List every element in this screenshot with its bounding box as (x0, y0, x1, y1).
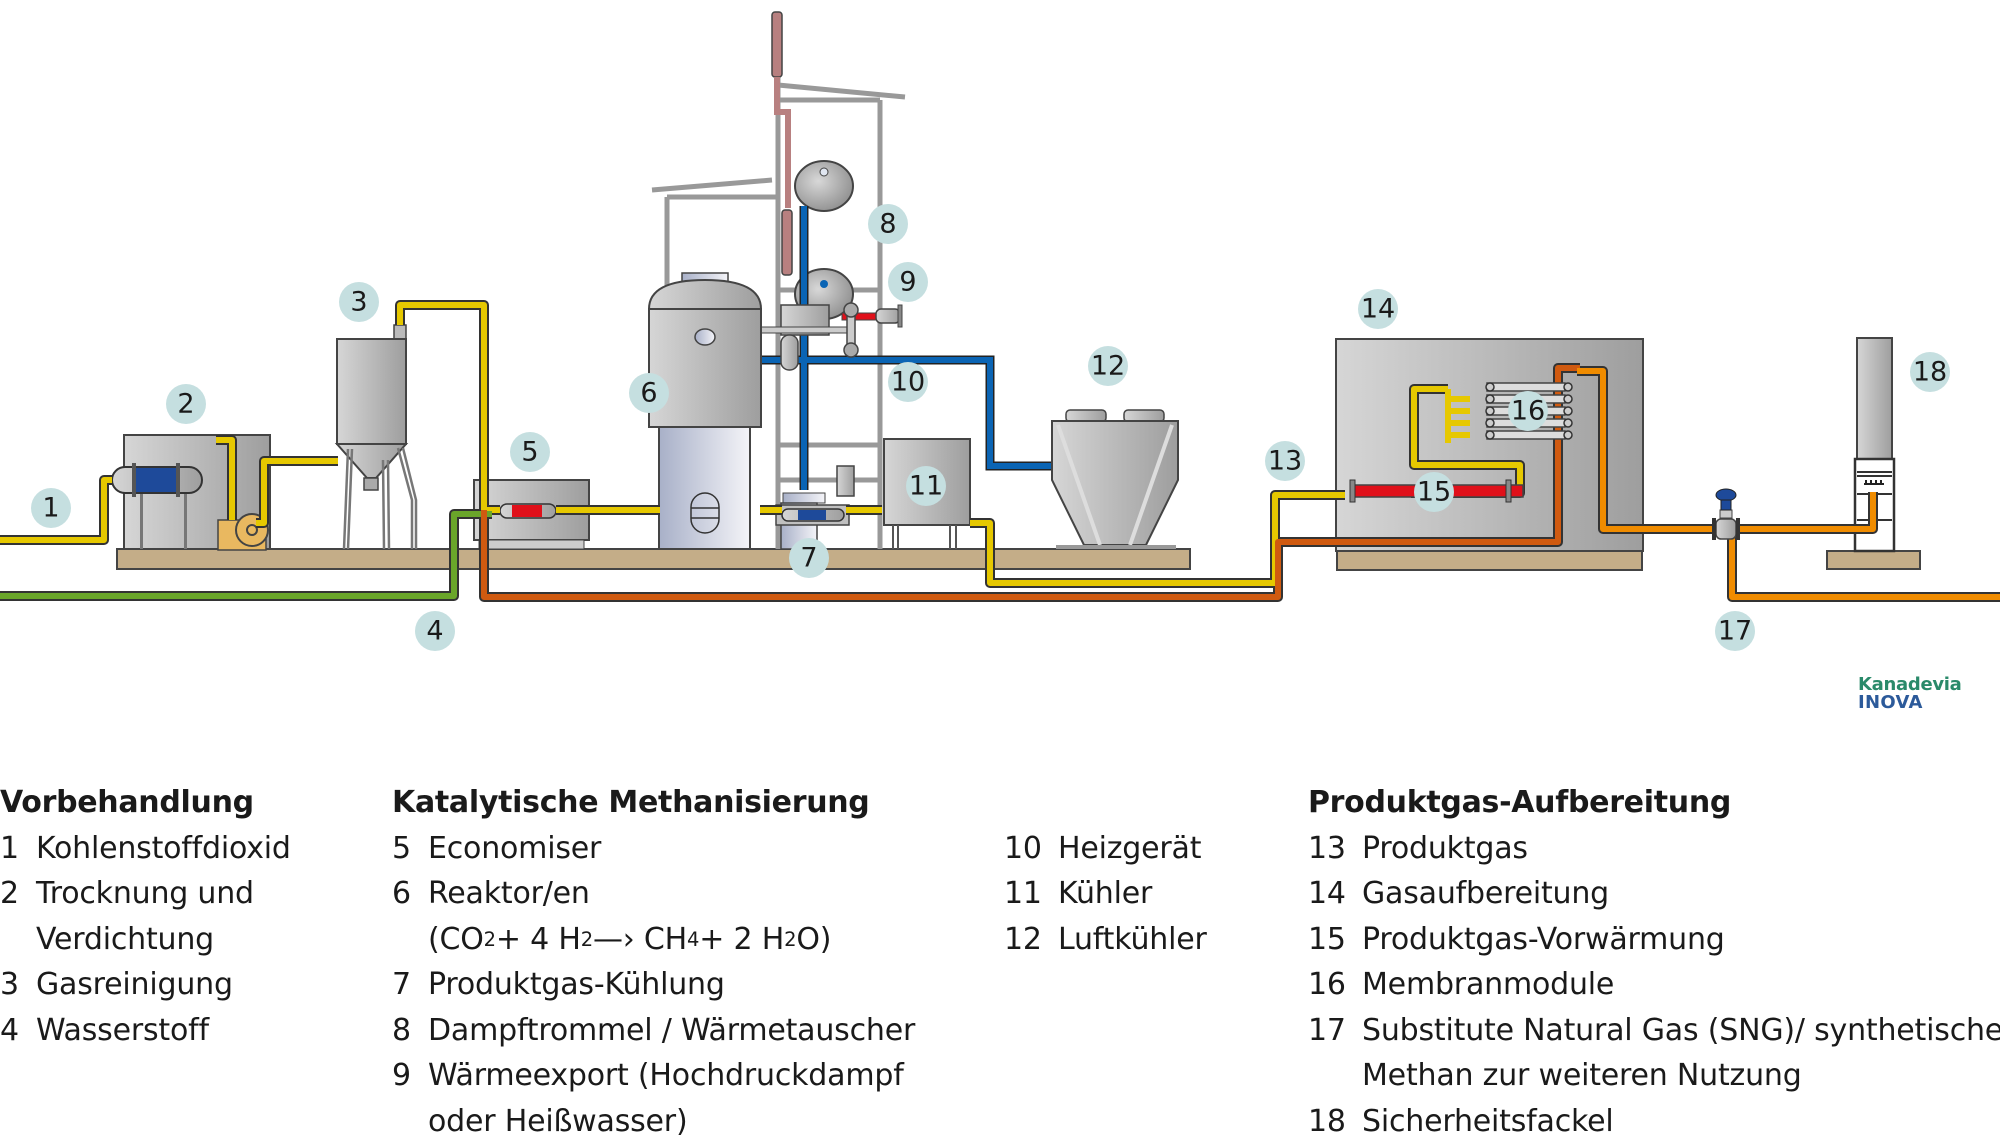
control-valve (1712, 489, 1740, 540)
legend-heading-gas-upgrading: Produktgas-Aufbereitung (1308, 780, 2000, 826)
legend-heading-methanation: Katalytische Methanisierung (392, 780, 915, 826)
svg-text:14: 14 (1361, 294, 1395, 325)
svg-text:1: 1 (42, 493, 59, 524)
badge-15: 15 (1414, 472, 1454, 512)
badge-1: 1 (31, 488, 71, 528)
badge-2: 2 (166, 384, 206, 424)
drying-compression-unit (112, 435, 270, 550)
svg-text:4: 4 (426, 616, 443, 647)
legend-heading-pretreatment: Vorbehandlung (0, 780, 291, 826)
company-logo: Kanadevia INOVA (1858, 676, 1962, 712)
reactor (649, 273, 761, 549)
svg-text:17: 17 (1718, 616, 1752, 647)
svg-text:3: 3 (350, 287, 367, 318)
badge-12: 12 (1088, 346, 1128, 386)
process-diagram: 1 2 3 4 5 6 7 8 9 10 11 12 13 14 15 16 1… (0, 0, 2000, 760)
badge-6: 6 (629, 373, 669, 413)
svg-text:10: 10 (891, 367, 925, 398)
badge-13: 13 (1265, 441, 1305, 481)
badge-8: 8 (868, 204, 908, 244)
badge-10: 10 (888, 362, 928, 402)
badge-17: 17 (1715, 611, 1755, 651)
badge-4: 4 (415, 611, 455, 651)
badge-7: 7 (789, 538, 829, 578)
svg-text:15: 15 (1417, 477, 1451, 508)
air-cooler (1052, 410, 1178, 549)
svg-text:5: 5 (521, 437, 538, 468)
svg-text:11: 11 (909, 471, 943, 502)
badge-18: 18 (1910, 352, 1950, 392)
foundation-flare (1827, 551, 1920, 569)
exhaust-pipe (772, 12, 792, 275)
badge-3: 3 (339, 282, 379, 322)
foundation-gas-upgrading (1337, 550, 1642, 570)
legend-item-continuation: Verdichtung (36, 917, 291, 963)
svg-text:2: 2 (177, 389, 194, 420)
svg-text:7: 7 (800, 543, 817, 574)
svg-text:9: 9 (899, 267, 916, 298)
legend-item-continuation: Methan zur weiteren Nutzung (1362, 1053, 2000, 1099)
foundation-main (117, 549, 1190, 569)
badge-9: 9 (888, 262, 928, 302)
gas-cleaning-vessel (337, 325, 416, 549)
svg-text:13: 13 (1268, 446, 1302, 477)
badge-11: 11 (906, 466, 946, 506)
svg-text:12: 12 (1091, 351, 1125, 382)
svg-text:6: 6 (640, 378, 657, 409)
legend-item-continuation: oder Heißwasser) (428, 1099, 915, 1144)
svg-text:18: 18 (1913, 357, 1947, 388)
svg-text:16: 16 (1511, 396, 1545, 427)
badge-14: 14 (1358, 289, 1398, 329)
svg-text:8: 8 (879, 209, 896, 240)
badge-5: 5 (510, 432, 550, 472)
badge-16: 16 (1508, 391, 1548, 431)
logo-line-2: INOVA (1858, 694, 1962, 712)
